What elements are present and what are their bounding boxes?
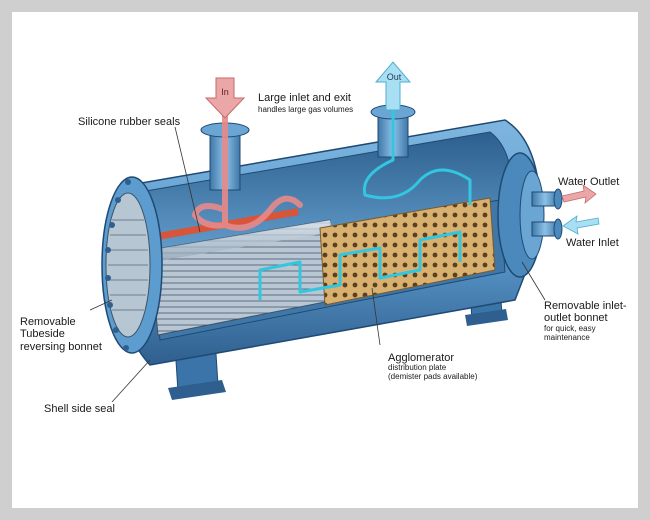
tubeside-bonnet bbox=[101, 176, 163, 354]
water-nozzles bbox=[531, 188, 563, 240]
silicone-seals-label: Silicone rubber seals bbox=[78, 116, 181, 128]
agglomerator-sub-1: distribution plate bbox=[388, 363, 447, 373]
removable-tubeside-line-3: reversing bonnet bbox=[20, 340, 102, 353]
gas-out-label: Out bbox=[387, 72, 402, 82]
agglomerator-packing bbox=[319, 197, 496, 306]
removable-inlet-outlet-sub-2: maintenance bbox=[544, 332, 590, 342]
large-inlet-label: Large inlet and exit handles large gas v… bbox=[258, 88, 353, 115]
large-inlet-main: Large inlet and exit bbox=[258, 92, 351, 104]
water-inlet-label: Water Inlet bbox=[566, 237, 619, 249]
shell-side-seal-label: Shell side seal bbox=[44, 403, 115, 415]
cold-gas-flow bbox=[258, 95, 472, 300]
agglomerator-sub-2: (demister pads available) bbox=[388, 372, 478, 382]
agglomerator-main: Agglomerator bbox=[388, 352, 455, 364]
removable-inlet-outlet-line-1: Removable inlet- bbox=[544, 300, 627, 312]
removable-inlet-outlet-sub-1: for quick, easy bbox=[544, 323, 596, 333]
removable-inlet-outlet-line-2: outlet bonnet bbox=[544, 312, 608, 325]
gas-in-label: In bbox=[221, 87, 229, 97]
agglomerator-label: Agglomerator distribution plate (demiste… bbox=[388, 352, 477, 382]
large-inlet-sub: handles large gas volumes bbox=[258, 104, 354, 114]
gas-out-arrow bbox=[374, 61, 412, 111]
removable-inlet-outlet-label: Removable inlet- outlet bonnet for quick… bbox=[544, 300, 627, 343]
water-outlet-arrow bbox=[561, 184, 597, 204]
hot-gas-flow bbox=[191, 97, 303, 231]
removable-tubeside-line-1: Removable bbox=[20, 316, 76, 328]
leader-lines bbox=[89, 126, 546, 403]
gas-in-arrow bbox=[204, 77, 246, 119]
removable-tubeside-line-2: Tubeside bbox=[20, 328, 65, 341]
water-inlet-arrow bbox=[562, 215, 600, 235]
water-outlet-label: Water Outlet bbox=[558, 176, 620, 188]
removable-tubeside-label: Removable Tubeside reversing bonnet bbox=[20, 316, 102, 353]
